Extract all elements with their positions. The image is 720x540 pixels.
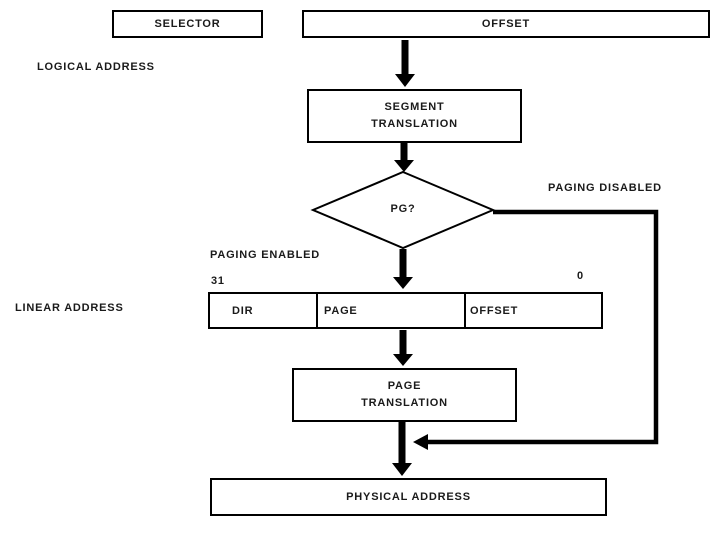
segment-translation-node: SEGMENT TRANSLATION — [307, 89, 522, 143]
pg-decision-label: PG? — [390, 203, 416, 215]
arrow-offset-to-segment — [395, 40, 415, 87]
arrow-pg-to-linear — [393, 249, 413, 289]
offset-node: OFFSET — [302, 10, 710, 38]
dir-field: DIR — [210, 294, 318, 327]
arrow-pagetranslation-to-physical — [392, 422, 412, 476]
linear-address-record: DIR PAGE OFFSET — [208, 292, 603, 329]
bit-0-label: 0 — [577, 270, 584, 282]
paging-enabled-label: PAGING ENABLED — [210, 249, 321, 261]
segment-translation-label: SEGMENT TRANSLATION — [371, 101, 458, 130]
offset-node-label: OFFSET — [481, 18, 531, 30]
page-translation-label: PAGE TRANSLATION — [361, 380, 448, 409]
page-field-label: PAGE — [324, 304, 358, 317]
linear-address-label: LINEAR ADDRESS — [15, 302, 124, 314]
arrow-linear-to-pagetranslation — [393, 330, 413, 366]
page-field: PAGE — [318, 294, 466, 327]
paging-disabled-label: PAGING DISABLED — [548, 182, 662, 194]
offset-field: OFFSET — [466, 294, 601, 327]
selector-node-label: SELECTOR — [154, 18, 221, 30]
page-translation-node: PAGE TRANSLATION — [292, 368, 517, 422]
physical-address-node: PHYSICAL ADDRESS — [210, 478, 607, 516]
dir-field-label: DIR — [232, 304, 254, 317]
paging-disabled-connector — [413, 209, 659, 450]
pg-decision-diamond — [310, 170, 496, 250]
selector-node: SELECTOR — [112, 10, 263, 38]
arrow-segment-to-pg — [394, 143, 414, 172]
logical-address-label: LOGICAL ADDRESS — [37, 61, 155, 73]
offset-field-label: OFFSET — [470, 304, 519, 317]
bit-31-label: 31 — [211, 275, 225, 287]
physical-address-label: PHYSICAL ADDRESS — [346, 491, 471, 503]
